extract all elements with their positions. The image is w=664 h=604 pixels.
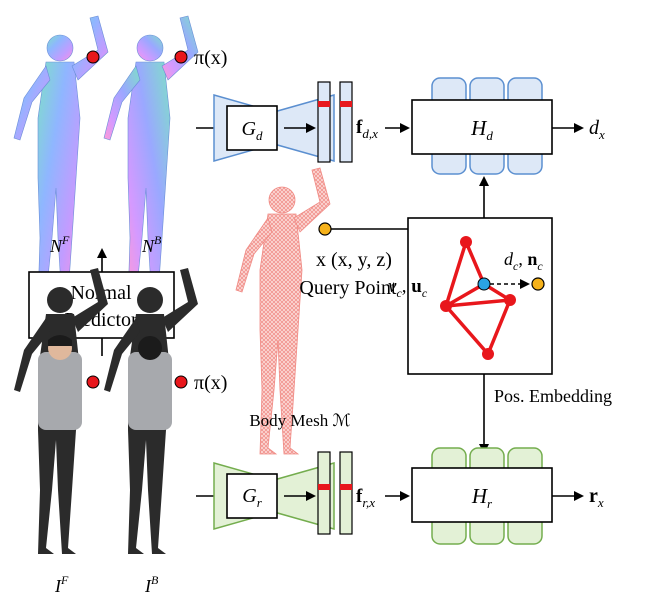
normal-front-label: NF xyxy=(49,233,70,256)
mlp-r-box xyxy=(411,467,553,523)
query-point-title: Query Point xyxy=(299,277,397,299)
normal-back-label: NB xyxy=(141,233,162,256)
pos-embedding-box xyxy=(407,217,553,375)
closest-vertex-marker xyxy=(477,277,491,291)
body-mesh-label: Body Mesh ℳ xyxy=(249,411,350,430)
projection-label-bottom: π(x) xyxy=(194,372,227,394)
projected-point-normal-front xyxy=(86,50,100,64)
mesh-triangles xyxy=(440,236,516,360)
feature-map-r-2 xyxy=(339,451,353,535)
feature-map-d-2 xyxy=(339,81,353,163)
feature-slice-d-1 xyxy=(318,101,330,107)
projection-label-top: π(x) xyxy=(194,47,227,69)
image-front xyxy=(14,268,108,554)
query-point-coords: x (x, y, z) xyxy=(316,249,392,271)
query-point-marker xyxy=(318,222,332,236)
mlp-d-box xyxy=(411,99,553,155)
encoder-d-box xyxy=(226,105,278,151)
projected-point-normal-back xyxy=(174,50,188,64)
feature-slice-r-2 xyxy=(340,484,352,490)
vc-uc-label: vc, uc xyxy=(388,276,428,300)
image-back xyxy=(104,268,198,554)
feature-map-r-1 xyxy=(317,451,331,535)
pos-embedding-label: Pos. Embedding xyxy=(494,386,612,406)
projected-point-image-front xyxy=(86,375,100,389)
feature-d-label: fd,x xyxy=(356,117,378,141)
image-back-label: IB xyxy=(144,573,159,596)
query-point-in-embedding xyxy=(531,277,545,291)
encoder-r-box xyxy=(226,473,278,519)
feature-slice-d-2 xyxy=(340,101,352,107)
output-r-label: rx xyxy=(589,485,604,510)
image-front-label: IF xyxy=(54,573,69,596)
feature-map-d-1 xyxy=(317,81,331,163)
feature-r-label: fr,x xyxy=(356,486,375,510)
projected-point-image-back xyxy=(174,375,188,389)
dc-nc-label: dc, nc xyxy=(504,249,543,273)
feature-slice-r-1 xyxy=(318,484,330,490)
output-d-label: dx xyxy=(589,117,605,142)
